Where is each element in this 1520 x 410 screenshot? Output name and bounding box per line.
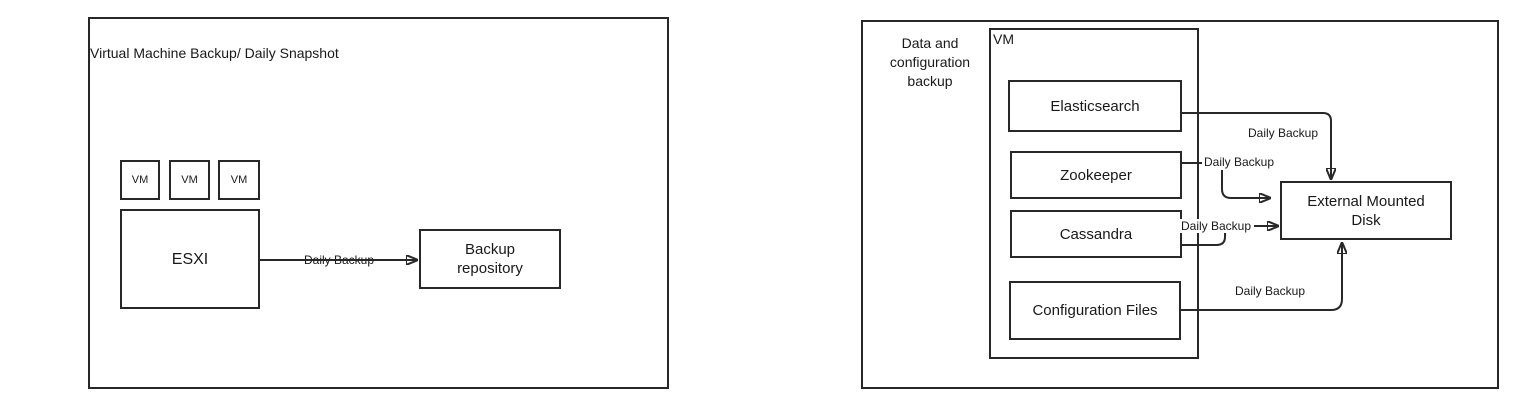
service-box-configuration-files: Configuration Files [1009,281,1181,340]
esxi-label: ESXI [171,250,209,268]
service-box-cassandra: Cassandra [1010,210,1182,258]
vm-backup-panel [88,17,669,389]
elasticsearch-label: Elasticsearch [1050,97,1140,115]
service-box-elasticsearch: Elasticsearch [1008,80,1182,132]
backup-repository-box: Backup repository [419,229,561,289]
vm-box-3: VM [218,160,260,200]
service-box-zookeeper: Zookeeper [1010,151,1182,199]
vm-box-1: VM [120,160,160,200]
zookeeper-label: Zookeeper [1060,166,1132,184]
arrow-label-cassandra: Daily Backup [1180,219,1253,233]
arrow-label-elasticsearch: Daily Backup [1248,126,1319,140]
arrow-label-zookeeper: Daily Backup [1203,155,1276,169]
vm-box-2: VM [169,160,210,200]
vm-box-2-label: VM [181,173,198,186]
esxi-box: ESXI [120,209,260,309]
arrow-label-configuration-files: Daily Backup [1235,284,1306,298]
data-backup-panel-title: Data and configuration backup [889,35,971,89]
vm-container-label: VM [993,31,1014,47]
vm-box-1-label: VM [131,173,149,186]
vm-box-3-label: VM [230,173,248,186]
external-mounted-disk-box: External Mounted Disk [1280,181,1452,240]
vm-backup-panel-title: Virtual Machine Backup/ Daily Snapshot [90,45,339,61]
backup-repository-label: Backup repository [457,241,523,277]
arrow-label-esxi-to-repository: Daily Backup [301,253,378,267]
cassandra-label: Cassandra [1059,225,1133,243]
external-mounted-disk-label: External Mounted Disk [1307,192,1425,229]
configuration-files-label: Configuration Files [1032,302,1158,319]
